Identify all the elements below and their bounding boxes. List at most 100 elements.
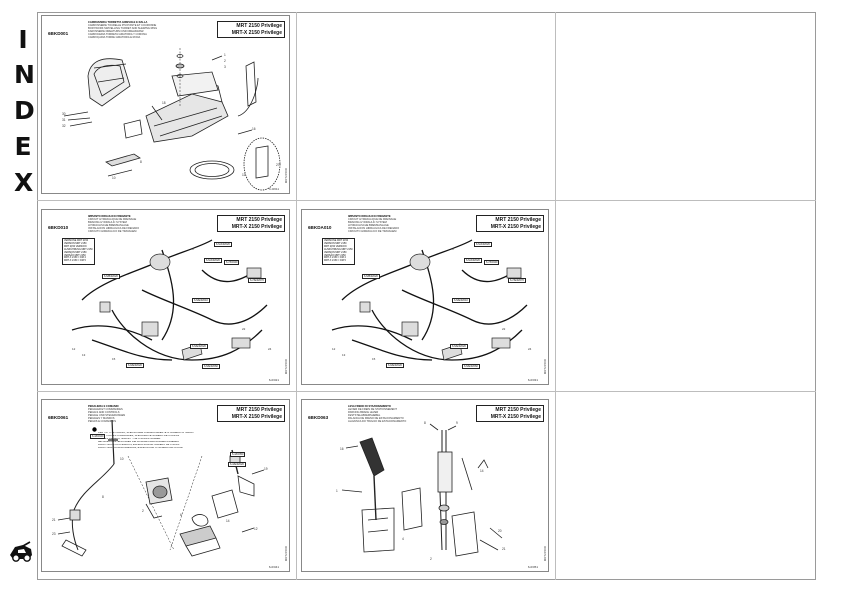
sheet-side-code: MRT2150D [284,358,288,374]
ref-tag[interactable]: 6-5/A/D/020 [214,242,232,248]
index-letter-i: I [18,25,28,54]
svg-text:15: 15 [112,357,116,361]
ref-tag[interactable]: 6-4/D/040 [90,434,106,440]
svg-text:16: 16 [252,127,256,131]
sheet-code: 6BKDA010 [308,225,332,230]
sheet-side-code: MRT2150D [284,167,288,183]
warning-bullet-icon [92,427,97,432]
sheet-page-number: 6-0/051 [527,565,538,569]
svg-text:21: 21 [52,518,56,522]
ref-tag[interactable]: 6-7/E/D/070 [508,278,526,284]
model-box: MRT 2150 Privilege MRT-X 2150 Privilege [217,405,285,422]
sheet-code: 6BKD061 [48,415,69,420]
hydraulic-circuit-drawing: 12 13 15 22 24 5 [331,239,532,361]
version-note: VERSIONE MRT 2150 VERSION MRT 2150 MRT 2… [62,238,95,266]
ref-tag[interactable]: 6-5/A/D/020 [474,242,492,248]
svg-text:6: 6 [180,513,182,517]
page-frame [37,12,816,580]
grid-divider-v2 [555,12,556,580]
model-box: MRT 2150 Privilege MRT-X 2150 Privilege [476,405,544,422]
ref-tag[interactable]: 6-5/E/D/010 [192,298,210,304]
ref-tag[interactable]: 6-7/D/040 [224,260,240,266]
index-letter-d: D [14,96,35,125]
sheet-6bkda010[interactable]: 6BKDA010 IMPIANTO IDRAULICO FRENANTE CIR… [301,209,549,385]
svg-text:22: 22 [502,327,506,331]
svg-text:19: 19 [264,467,268,471]
version-note: VERSIONE MRT 2150 VERSION MRT 2150 MRT 2… [322,238,355,266]
ref-tag[interactable]: 6-5/B/D/020 [362,274,380,280]
sheet-page-number: 6-0/011 [269,187,279,191]
svg-text:12: 12 [72,347,76,351]
ref-tag[interactable]: 6-5/B/D/020 [102,274,120,280]
grid-divider-h2 [37,391,816,392]
ref-tag[interactable]: 6-7/D/040 [484,260,500,266]
sheet-description: LEVA FRENO DI STAZIONAMENTO LEVIER DE FR… [348,405,407,423]
sheet-6bkd063[interactable]: 6BKD063 LEVA FRENO DI STAZIONAMENTO LEVI… [301,399,549,572]
svg-text:12: 12 [332,347,336,351]
svg-text:1: 1 [336,489,338,493]
chassis-warning-text: PER TUTTI GLI ORDINI, SPECIFICARE CORREN… [98,432,194,449]
sheet-code: 6BKD010 [48,225,69,230]
svg-text:24: 24 [528,347,532,351]
ref-tag[interactable]: 6-7/E/D/070 [248,278,266,284]
svg-text:8: 8 [424,421,426,425]
sheet-side-code: MRT2150D [284,545,288,561]
ref-tag[interactable]: 6-6/E/D/020 [126,363,144,369]
ref-tag[interactable]: 6-5/A/D/020 [464,258,482,264]
svg-text:24: 24 [268,347,272,351]
svg-text:16: 16 [340,447,344,451]
svg-text:2: 2 [430,557,432,561]
sheet-6bkd061[interactable]: 6BKD061 PEDALIERA E COMANDI PEDALIER ET … [41,399,290,572]
svg-text:13: 13 [82,353,86,357]
sheet-6bkd010[interactable]: 6BKD010 IMPIANTO IDRAULICO FRENANTE CIRC… [41,209,290,385]
svg-text:10: 10 [120,457,124,461]
ref-tag[interactable]: 6-5/E/D/010 [452,298,470,304]
sheet-page-number: 6-0/041 [268,565,279,569]
ref-tag[interactable]: 6-3/E/D/020 [228,462,246,468]
svg-text:32: 32 [62,124,66,128]
sheet-description: PEDALIERA E COMANDI PEDALIER ET COMMANDE… [88,405,126,423]
model-box: MRT 2150 Privilege MRT-X 2150 Privilege [217,21,285,38]
svg-text:5: 5 [452,247,454,251]
model-box: MRT 2150 Privilege MRT-X 2150 Privilege [476,215,544,232]
svg-text:27: 27 [276,163,280,167]
sheet-side-code: MRT2150D [543,545,547,561]
svg-text:5: 5 [192,247,194,251]
sheet-description: CARROZZERIA TORRETTA GIREVOLE E RALLA CA… [88,21,158,39]
ref-tag[interactable]: 6-5/E/D/020 [450,344,468,350]
ref-tag[interactable]: 6-5/A/D/020 [204,258,222,264]
ref-tag[interactable]: 6-5/E/D/060 [462,364,480,370]
svg-text:31: 31 [62,118,66,122]
svg-text:14: 14 [226,519,230,523]
svg-text:13: 13 [342,353,346,357]
sheet-side-code: MRT2150D [543,358,547,374]
sheet-page-number: 6-0/021 [268,378,279,382]
svg-text:23: 23 [52,532,56,536]
grid-divider-h1 [37,200,816,201]
svg-text:10: 10 [112,176,116,180]
ref-tag[interactable]: 6-5/E/D/020 [190,344,208,350]
ref-tag[interactable]: 6-6/E/D/020 [386,363,404,369]
svg-text:3: 3 [224,65,226,69]
manitou-logo-icon [10,541,32,562]
svg-text:12: 12 [254,527,258,531]
sheet-6bkd001[interactable]: 6BKD001 CARROZZERIA TORRETTA GIREVOLE E … [41,15,290,194]
ref-tag[interactable]: 6-5/E/D/060 [202,364,220,370]
index-letter-e: E [14,132,32,161]
grid-divider-v1 [296,12,297,580]
svg-text:20: 20 [498,529,502,533]
svg-text:11: 11 [242,173,246,177]
svg-text:18: 18 [162,101,166,105]
svg-text:2: 2 [224,59,226,63]
svg-text:15: 15 [372,357,376,361]
sheet-code: 6BKD063 [308,415,329,420]
sheet-page-number: 6-0/031 [527,378,538,382]
ref-tag[interactable]: 6-4/D/050 [230,452,246,458]
svg-text:2: 2 [142,509,144,513]
sheet-code: 6BKD001 [48,31,69,36]
sheet-description: IMPIANTO IDRAULICO FRENANTE CIRCUIT HYDR… [348,215,400,233]
